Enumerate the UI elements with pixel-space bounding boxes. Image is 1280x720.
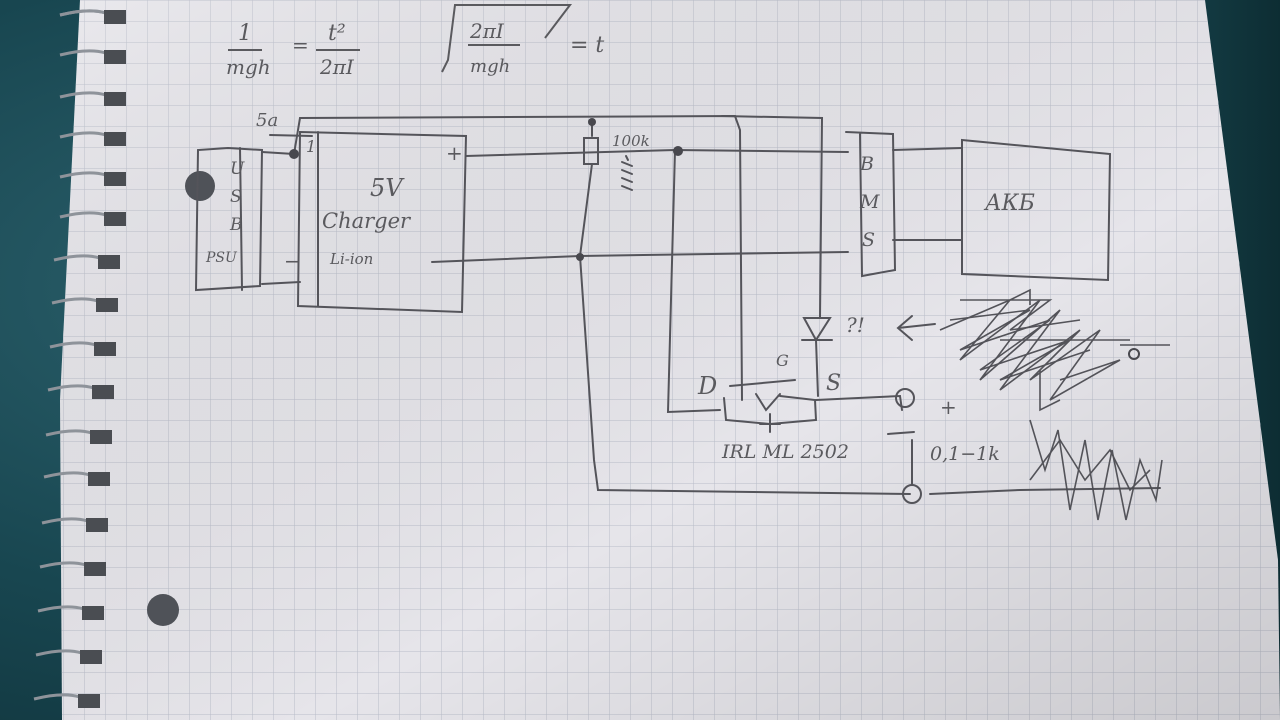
- scribble-crossout: [939, 288, 1170, 521]
- punch-hole: [147, 594, 179, 626]
- mosfet-g-label: G: [776, 351, 789, 370]
- mosfet-d-label: D: [697, 372, 717, 400]
- charger-line2: Charger: [322, 209, 412, 233]
- charger-label-top: 5a: [256, 110, 278, 131]
- charger-pin-one: 1: [306, 137, 316, 156]
- mosfet-s-label: S: [826, 371, 841, 396]
- formula-lhs-num: 1: [238, 21, 252, 46]
- led-label: +: [940, 395, 957, 419]
- spiral-binding: [32, 8, 128, 710]
- punch-hole: [185, 171, 215, 201]
- battery-label: АКБ: [983, 191, 1035, 216]
- bms-label: M: [859, 191, 880, 213]
- formula-root-den: mgh: [470, 56, 510, 77]
- resistor-label: 100k: [612, 132, 650, 150]
- psu-label: PSU: [205, 250, 238, 266]
- charger-line3: Li-ion: [329, 250, 373, 268]
- formula-lhs-den: mgh: [226, 55, 271, 79]
- diode-note: ?!: [846, 313, 865, 337]
- psu-label: U: [230, 159, 245, 179]
- pot-label: 0,1−1k: [930, 443, 1000, 465]
- formula-rhs-num: t²: [328, 21, 346, 46]
- formula-equals: =: [292, 33, 309, 57]
- circuit-nodes: [289, 118, 1140, 360]
- charger-pin-plus: +: [446, 141, 463, 165]
- formula-root-num: 2πI: [469, 19, 505, 43]
- mosfet-label: IRL ML 2502: [721, 441, 849, 463]
- formula-rhs-den: 2πI: [319, 55, 355, 79]
- formula-root-rhs: = t: [570, 33, 604, 58]
- bms-label: S: [862, 229, 875, 251]
- bms-label: B: [859, 153, 874, 175]
- bms-labels: B M S: [859, 153, 880, 251]
- psu-label: B: [229, 215, 243, 235]
- formula: [228, 4, 573, 73]
- psu-labels: U S B PSU: [205, 159, 245, 266]
- charger-pin-minus: −: [284, 249, 301, 273]
- charger-line1: 5V: [370, 174, 405, 202]
- psu-label: S: [230, 187, 242, 207]
